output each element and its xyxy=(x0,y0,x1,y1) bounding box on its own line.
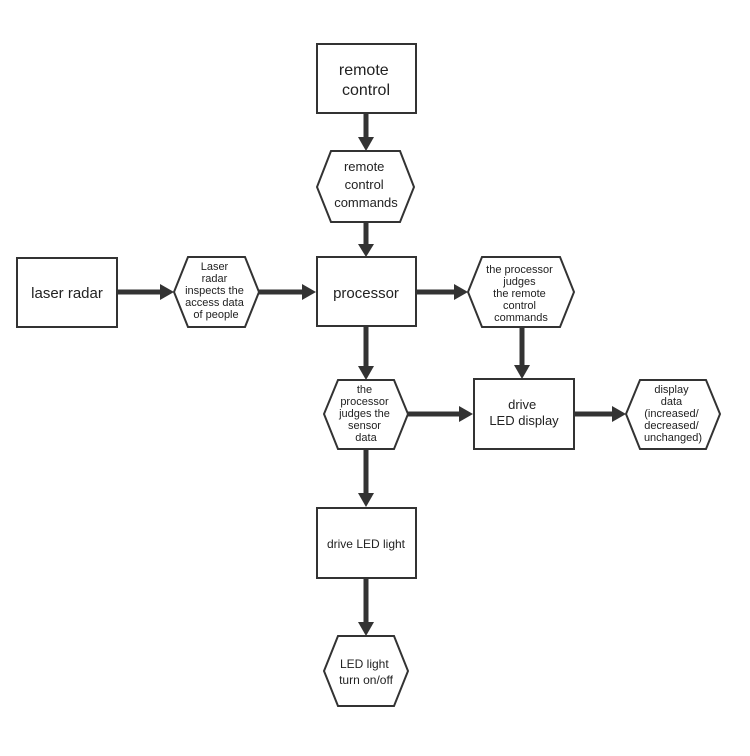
drive-led-light-label: drive LED light xyxy=(327,537,406,551)
remote-commands-label: remote control commands xyxy=(334,159,398,210)
arrow-inspects-to-processor xyxy=(259,284,316,300)
connectors xyxy=(117,113,626,636)
remote-control-label: remote control xyxy=(339,62,393,99)
drive-led-light-box: drive LED light xyxy=(316,507,417,579)
arrow-laser-radar-to-inspects xyxy=(117,284,174,300)
processor-judges-sensor-hex: the processor judges the sensor data xyxy=(322,379,410,450)
led-light-onoff-hex: LED light turn on/off xyxy=(322,635,410,707)
processor-box: processor xyxy=(316,256,417,327)
drive-led-display-label: drive LED display xyxy=(489,397,559,428)
laser-inspects-hex: Laser radar inspects the access data of … xyxy=(172,256,261,328)
processor-judges-remote-hex: the processor judges the remote control … xyxy=(466,256,576,328)
arrow-judges-sensor-to-drive-light xyxy=(358,449,374,507)
processor-judges-remote-label: the processor judges the remote control … xyxy=(486,264,556,324)
processor-judges-sensor-label: the processor judges the sensor data xyxy=(338,384,393,444)
arrow-judges-sensor-to-drive-display xyxy=(408,406,473,422)
arrow-processor-to-judges-sensor xyxy=(358,326,374,380)
arrow-commands-to-processor xyxy=(358,222,374,257)
arrow-drive-light-to-led-onoff xyxy=(358,578,374,636)
laser-radar-label: laser radar xyxy=(31,285,103,302)
laser-inspects-label: Laser radar inspects the access data of … xyxy=(185,261,247,321)
arrow-processor-to-judges-remote xyxy=(416,284,468,300)
arrow-judges-remote-to-drive-display xyxy=(514,327,530,379)
remote-commands-hex: remote control commands xyxy=(315,150,416,223)
processor-label: processor xyxy=(333,285,399,302)
led-light-onoff-label: LED light turn on/off xyxy=(339,657,393,687)
laser-radar-box: laser radar xyxy=(16,257,118,328)
arrow-drive-display-to-display-data xyxy=(574,406,626,422)
display-data-label: display data (increased/ decreased/ unch… xyxy=(644,384,702,444)
arrow-remote-control-to-commands xyxy=(358,113,374,151)
remote-control-box: remote control xyxy=(316,43,417,114)
display-data-hex: display data (increased/ decreased/ unch… xyxy=(624,379,722,450)
drive-led-display-box: drive LED display xyxy=(473,378,575,450)
